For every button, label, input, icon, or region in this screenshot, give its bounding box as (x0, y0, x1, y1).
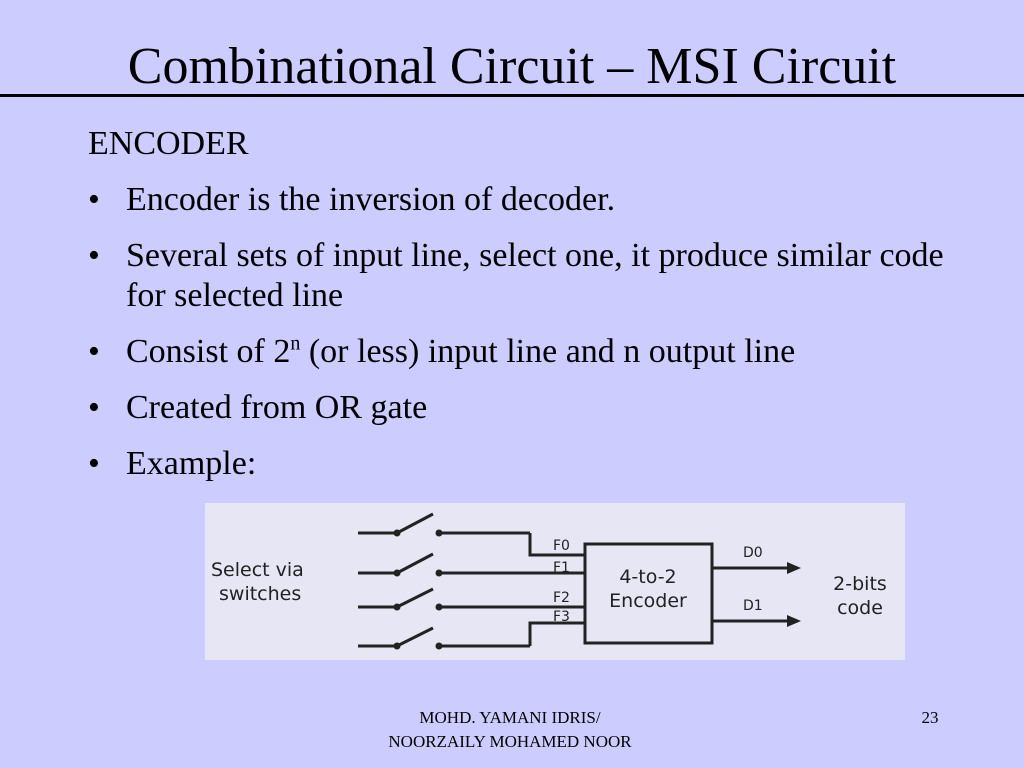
bullet-item: • Created from OR gate (88, 388, 968, 428)
slide-title: Combinational Circuit – MSI Circuit (127, 38, 897, 95)
bullet-text: Encoder is the inversion of decoder. (126, 181, 616, 218)
bullet-icon: • (88, 445, 100, 482)
input-label-f2: F2 (553, 590, 570, 606)
encoder-diagram: Select via switches F0 F1 F2 F3 (205, 503, 905, 660)
bullet-icon: • (88, 181, 100, 218)
section-heading: ENCODER (88, 125, 249, 162)
encoder-box-label-line1: 4-to-2 (619, 566, 676, 588)
bullet-item: • Encoder is the inversion of decoder. (88, 180, 968, 220)
encoder-box-label-line2: Encoder (609, 590, 687, 612)
bullet-text-post: (or less) input line and n output line (300, 333, 796, 370)
diagram-left-label-line1: Select via (211, 559, 304, 581)
bullet-list: • Encoder is the inversion of decoder. •… (88, 180, 968, 500)
switch-contacts (393, 529, 443, 650)
bullet-item: • Example: (88, 444, 968, 484)
output-wires (712, 566, 790, 623)
bullet-icon: • (88, 333, 100, 370)
footer-author: MOHD. YAMANI IDRIS/ NOORZAILY MOHAMED NO… (330, 706, 690, 754)
bullet-text: Example: (126, 445, 257, 482)
diagram-left-label-line2: switches (219, 583, 301, 605)
bullet-text-pre: Consist of 2 (126, 333, 291, 370)
bullet-superscript: n (290, 332, 301, 355)
input-label-f0: F0 (553, 538, 570, 554)
page-number: 23 (921, 708, 939, 727)
bullet-item: • Consist of 2n (or less) input line and… (88, 332, 968, 372)
bullet-item: • Several sets of input line, select one… (88, 236, 968, 316)
footer-author-line1: MOHD. YAMANI IDRIS/ (419, 708, 601, 727)
bullet-text: Created from OR gate (126, 389, 428, 426)
bullet-text: Several sets of input line, select one, … (126, 237, 944, 314)
output-label-d1: D1 (743, 598, 763, 614)
bullet-icon: • (88, 237, 100, 274)
output-arrows (787, 562, 801, 627)
input-label-f1: F1 (553, 560, 570, 576)
diagram-right-label-line2: code (837, 597, 883, 619)
encoder-box (583, 542, 714, 645)
diagram-right-label-line1: 2-bits (833, 573, 887, 595)
bullet-icon: • (88, 389, 100, 426)
footer-author-line2: NOORZAILY MOHAMED NOOR (388, 732, 632, 751)
output-label-d0: D0 (743, 545, 763, 561)
input-label-f3: F3 (553, 609, 570, 625)
switch-wires (358, 512, 585, 648)
title-divider (0, 94, 1024, 97)
